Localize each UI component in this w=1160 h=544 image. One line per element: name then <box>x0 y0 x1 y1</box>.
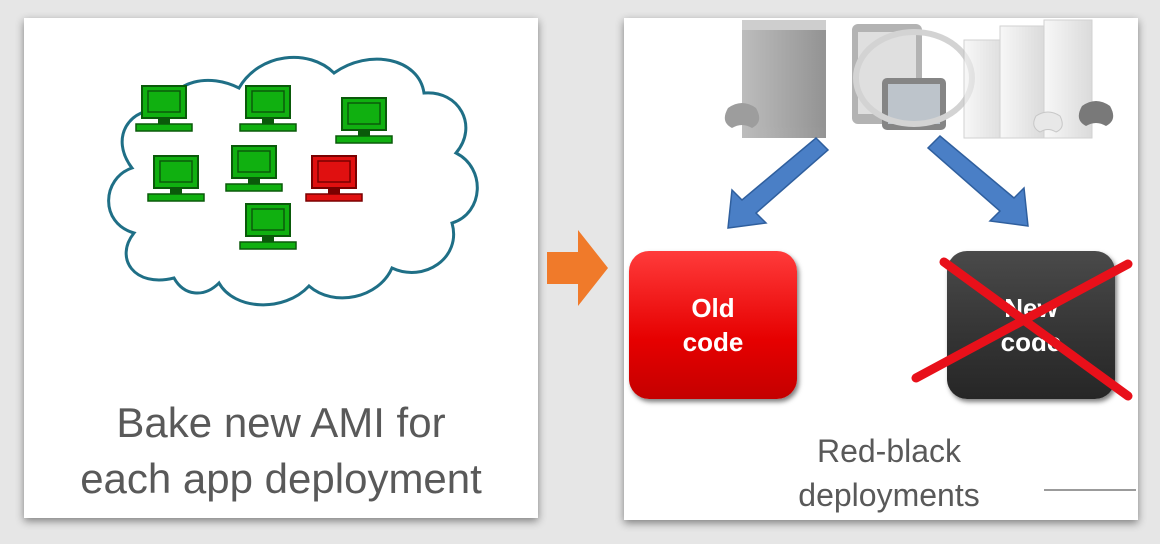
old-code-line2: code <box>682 327 744 357</box>
cloud-diagram <box>107 55 479 307</box>
ami-panel: Bake new AMI for each app deployment <box>24 18 538 518</box>
red-black-caption-line1: Red-black <box>816 433 962 469</box>
computer-icon <box>135 85 193 132</box>
computer-group <box>135 85 393 250</box>
arrow-to-old-code-icon <box>727 136 830 229</box>
computer-icon <box>335 97 393 144</box>
mobile-devices-icon <box>852 24 975 130</box>
arrow-to-new-code-icon <box>926 134 1029 227</box>
computer-icon <box>305 155 363 202</box>
new-code-line2: code <box>1000 327 1062 357</box>
computer-icon <box>225 145 283 192</box>
computer-icon <box>239 85 297 132</box>
ami-caption-line2: each app deployment <box>80 455 482 502</box>
old-code-line1: Old <box>691 293 735 323</box>
old-code-box: Old code <box>629 251 797 399</box>
ami-caption-line1: Bake new AMI for <box>116 399 446 446</box>
new-code-box: New code <box>947 251 1115 399</box>
devices-and-arrows <box>724 19 1114 229</box>
computer-icon <box>147 155 205 202</box>
game-console-icon <box>724 20 826 138</box>
red-black-panel: Old code New code Red-black deployments <box>624 18 1138 520</box>
computer-icon <box>239 203 297 250</box>
transition-arrow-icon <box>547 230 608 306</box>
red-black-caption-line2: deployments <box>798 477 980 513</box>
xbox-consoles-icon <box>963 19 1114 139</box>
new-code-line1: New <box>1004 293 1058 323</box>
